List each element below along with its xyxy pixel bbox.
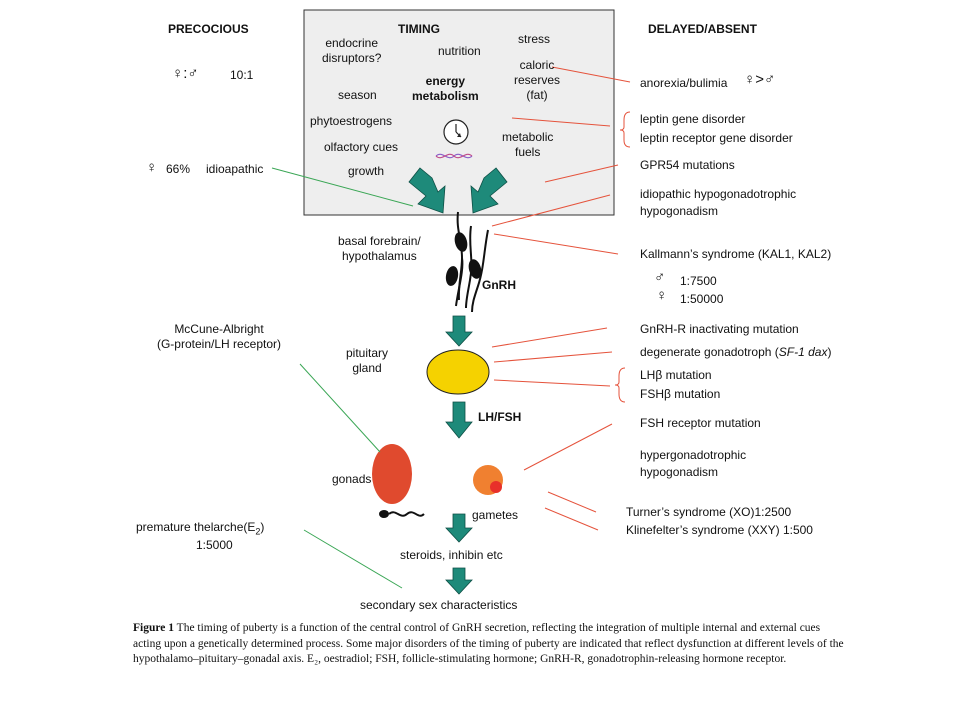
neuron-bodies: [445, 232, 482, 286]
timing-box: [303, 9, 615, 216]
sperm-icon: [379, 510, 425, 518]
label-phyto: phytoestrogens: [310, 114, 393, 128]
leptin-gene-label: leptin gene disorder: [640, 112, 746, 126]
gametes-label: gametes: [472, 508, 519, 522]
down-arrows: [445, 315, 473, 595]
header-timing: TIMING: [398, 22, 440, 36]
gnrh-neurons: [455, 211, 489, 313]
hyper-label: hypergonadotrophic hypogonadism: [640, 448, 747, 479]
female-ratio: 1:50000: [680, 292, 724, 306]
caption-lead: Figure 1: [133, 622, 174, 634]
gnrh-label: GnRH: [482, 278, 516, 292]
female-symbol-2: ♀: [146, 159, 158, 176]
anorexia-label: anorexia/bulimia: [640, 76, 728, 90]
steroids-label: steroids, inhibin etc: [400, 548, 503, 562]
pituitary-label: pituitary gland: [346, 346, 389, 375]
leptin-receptor-label: leptin receptor gene disorder: [640, 131, 793, 145]
label-nutrition: nutrition: [438, 44, 481, 58]
label-endocrine: endocrine disruptors?: [322, 36, 382, 65]
male-ratio: 1:7500: [680, 274, 717, 288]
dna-helix-icon: [435, 153, 473, 159]
klinefelter-label: Klinefelter’s syndrome (XXY) 1:500: [626, 523, 813, 537]
kallmann-label: Kallmann’s syndrome (KAL1, KAL2): [640, 247, 832, 261]
gnrhr-label: GnRH-R inactivating mutation: [640, 322, 799, 336]
idio-label: idioapathic: [206, 162, 264, 176]
inputs-arrows: [408, 167, 508, 214]
thelarche-ratio: 1:5000: [196, 538, 233, 552]
precocious-ratio: 10:1: [230, 68, 254, 82]
label-caloric: caloric reserves (fat): [514, 58, 561, 102]
delayed-links: [491, 66, 631, 531]
figure-caption: Figure 1 The timing of puberty is a func…: [133, 621, 845, 668]
label-season: season: [338, 88, 377, 102]
caption-text: The timing of puberty is a function of t…: [133, 622, 844, 665]
degenerate-label: degenerate gonadotroph (SF-1 dax): [640, 345, 832, 359]
thelarche-label: premature thelarche(E2): [136, 520, 265, 537]
gonads-label: gonads: [332, 472, 372, 486]
precocious-links: [271, 167, 414, 589]
idio-pct: 66%: [166, 162, 191, 176]
label-growth: growth: [348, 164, 385, 178]
pituitary-gland-shape: [426, 349, 490, 395]
lhfsh-label: LH/FSH: [478, 410, 522, 424]
forebrain-label: basal forebrain/ hypothalamus: [338, 234, 421, 263]
female-gt-male: ♀>♂: [744, 71, 776, 88]
label-olfactory: olfactory cues: [324, 140, 399, 154]
clock-icon: [443, 119, 469, 145]
female-symbol: ♀:♂: [172, 65, 199, 82]
label-metabolic: metabolic fuels: [502, 130, 554, 159]
gonad-shape: [372, 444, 412, 504]
mccune-label: McCune-Albright (G-protein/LH receptor): [156, 322, 282, 351]
label-energy: energy metabolism: [412, 74, 479, 103]
male-symbol: ♂: [654, 269, 666, 286]
header-precocious: PRECOCIOUS: [168, 22, 249, 36]
gpr54-label: GPR54 mutations: [640, 158, 735, 172]
header-delayed: DELAYED/ABSENT: [648, 22, 757, 36]
idiopathic-hh-label: idiopathic hypogonadotrophic hypogonadis…: [640, 187, 797, 218]
secondary-label: secondary sex characteristics: [360, 598, 518, 612]
fshr-label: FSH receptor mutation: [640, 416, 761, 430]
lhb-label: LHβ mutation: [640, 368, 712, 382]
gamete-nucleus: [490, 481, 502, 493]
female-symbol-3: ♀: [656, 287, 668, 304]
fshb-label: FSHβ mutation: [640, 387, 721, 401]
label-stress: stress: [518, 32, 551, 46]
turner-label: Turner’s syndrome (XO)1:2500: [626, 505, 792, 519]
